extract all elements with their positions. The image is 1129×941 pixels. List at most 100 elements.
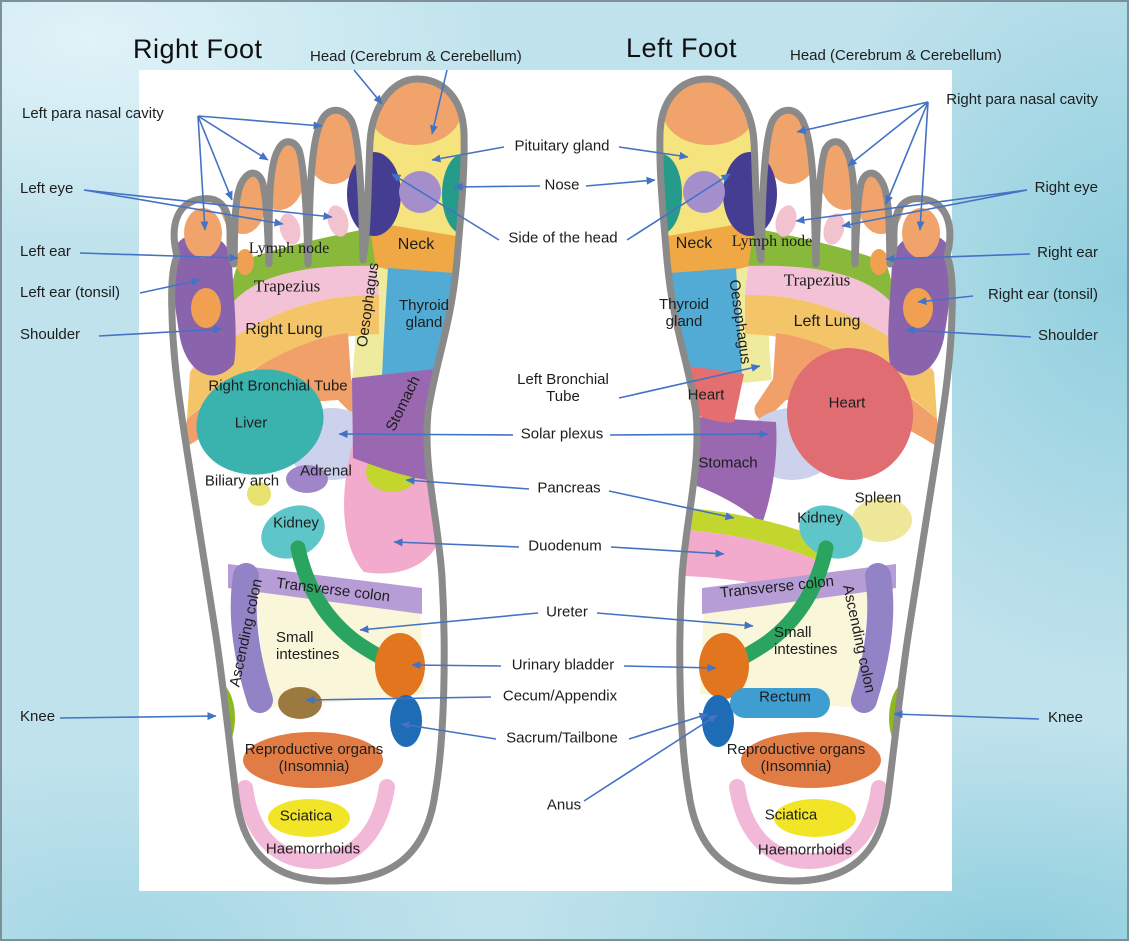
rf-thyroid: Thyroid gland xyxy=(398,297,450,331)
pointer-line xyxy=(626,173,731,241)
label-pituitary: Pituitary gland xyxy=(514,137,610,155)
label-shoulder-left: Shoulder xyxy=(20,326,81,343)
lf-reproductive: Reproductive organs (Insomnia) xyxy=(726,741,866,775)
label-anus: Anus xyxy=(546,796,582,814)
pointer-line xyxy=(841,189,1028,229)
pointer-line xyxy=(197,115,323,130)
lf-neck: Neck xyxy=(675,235,713,253)
rf-biliary-arch: Biliary arch xyxy=(204,472,280,490)
lf-thyroid: Thyroid gland xyxy=(658,296,710,330)
pointer-line xyxy=(139,277,201,294)
zone-adrenal xyxy=(286,465,328,493)
pointer-line xyxy=(305,695,492,704)
label-nose: Nose xyxy=(544,176,580,194)
pointer-line xyxy=(618,363,761,399)
lf-haemorrhoids: Haemorrhoids xyxy=(757,841,853,859)
pointer-line xyxy=(583,714,718,802)
pointer-line xyxy=(400,721,497,740)
pointer-lines xyxy=(59,69,1040,802)
pointer-line xyxy=(359,612,539,634)
label-side-of-head: Side of the head xyxy=(508,229,618,247)
pointer-line xyxy=(430,69,448,135)
lf-kidney: Kidney xyxy=(797,509,843,527)
label-pancreas: Pancreas xyxy=(537,479,601,497)
zone-heart xyxy=(786,348,914,480)
rf-adrenal: Adrenal xyxy=(300,462,352,480)
pointer-line xyxy=(608,490,735,521)
pointer-line xyxy=(83,189,333,221)
pointer-line xyxy=(338,430,514,439)
rf-kidney: Kidney xyxy=(273,514,319,532)
label-left-bronchial: Left Bronchial Tube xyxy=(517,371,609,405)
pointer-line xyxy=(431,146,505,163)
pointer-line xyxy=(79,252,239,262)
pointer-line xyxy=(83,189,284,227)
label-knee-left: Knee xyxy=(20,708,56,725)
zone-pancreas xyxy=(688,508,822,562)
rf-sciatica: Sciatica xyxy=(279,807,333,825)
rf-haemorrhoids: Haemorrhoids xyxy=(265,840,361,858)
pointer-line xyxy=(618,146,689,160)
pointer-line xyxy=(885,101,929,205)
zone-spleen xyxy=(852,498,912,542)
label-knee-right: Knee xyxy=(1047,709,1083,726)
pointer-line xyxy=(796,101,929,135)
zone-rectum xyxy=(730,688,830,718)
lf-stomach: Stomach xyxy=(698,454,758,472)
label-sacrum-tailbone: Sacrum/Tailbone xyxy=(506,729,618,747)
pointer-line xyxy=(917,295,974,306)
label-head-left: Head (Cerebrum & Cerebellum) xyxy=(790,47,1002,64)
label-right-eye: Right eye xyxy=(1034,179,1098,196)
left-foot xyxy=(640,79,952,881)
left-foot-title: Left Foot xyxy=(626,33,738,63)
pointer-line xyxy=(197,115,269,161)
pointer-line xyxy=(353,69,383,105)
lf-rectum: Rectum xyxy=(759,688,811,706)
lf-heart-band: Heart xyxy=(687,386,725,404)
label-left-ear: Left ear xyxy=(20,243,71,260)
pointer-line xyxy=(795,189,1028,224)
pointer-line xyxy=(885,253,1031,263)
label-ureter: Ureter xyxy=(546,603,588,621)
lf-heart: Heart xyxy=(828,394,866,412)
label-cecum-appendix: Cecum/Appendix xyxy=(502,687,618,705)
lf-small-intestines: Small intestines xyxy=(774,624,838,658)
right-foot xyxy=(172,79,484,881)
label-left-para-nasal: Left para nasal cavity xyxy=(22,105,164,122)
label-shoulder-right: Shoulder xyxy=(1037,327,1098,344)
pointer-line xyxy=(610,546,725,558)
label-head-right: Head (Cerebrum & Cerebellum) xyxy=(310,48,522,65)
rf-small-intestines: Small intestines xyxy=(276,629,340,663)
lf-spleen: Spleen xyxy=(854,489,902,507)
pointer-line xyxy=(405,476,530,490)
label-right-ear: Right ear xyxy=(1037,244,1098,261)
zone-stomach xyxy=(352,368,445,480)
pointer-line xyxy=(453,182,541,191)
label-right-para-nasal: Right para nasal cavity xyxy=(946,91,1098,108)
zone-biliary-arch xyxy=(247,482,271,506)
pointer-line xyxy=(623,663,717,672)
pointer-line xyxy=(916,101,929,231)
pointer-line xyxy=(628,712,709,740)
zone-cecum xyxy=(278,687,322,719)
pointer-line xyxy=(609,430,769,439)
lf-trapezius: Trapezius xyxy=(783,270,851,290)
rf-neck: Neck xyxy=(397,236,435,254)
rf-lung: Right Lung xyxy=(245,321,323,339)
pointer-line xyxy=(98,325,223,337)
lf-sciatica: Sciatica xyxy=(764,806,818,824)
rf-trapezius: Trapezius xyxy=(253,276,321,296)
rf-bronchial: Right Bronchial Tube xyxy=(208,377,348,395)
rf-liver: Liver xyxy=(234,414,268,432)
right-foot-organs xyxy=(196,368,445,574)
pointer-line xyxy=(893,710,1040,720)
pointer-line xyxy=(596,612,754,630)
zone-liver xyxy=(196,369,324,475)
pointer-line xyxy=(391,173,500,241)
pointer-line xyxy=(585,176,656,187)
label-duodenum: Duodenum xyxy=(528,537,602,555)
pointer-line xyxy=(197,115,233,201)
pointer-line xyxy=(59,712,217,721)
label-urinary-bladder: Urinary bladder xyxy=(511,656,615,674)
